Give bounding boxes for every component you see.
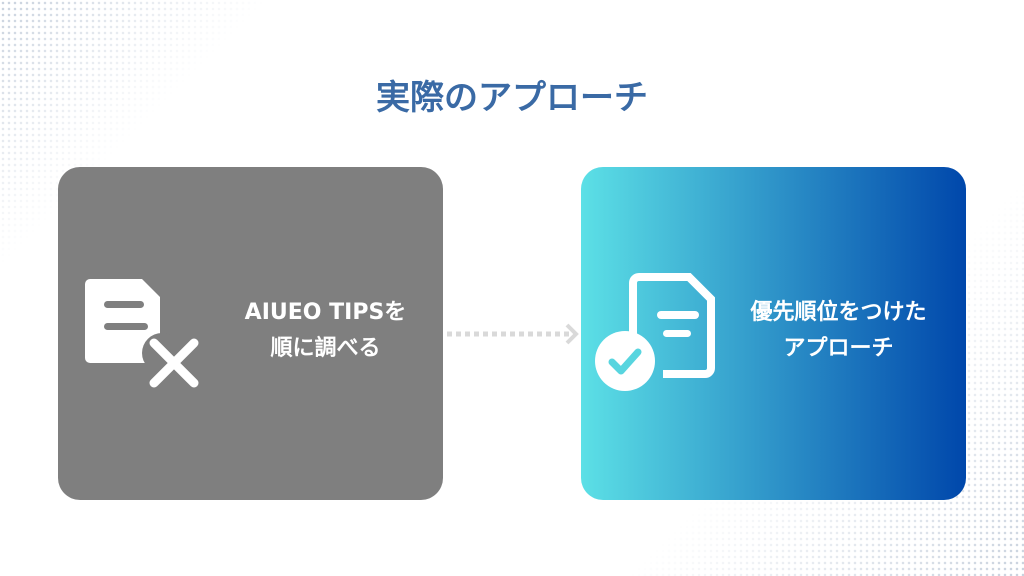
document-check-icon: [591, 271, 721, 396]
prioritized-approach-card: 優先順位をつけた アプローチ: [581, 167, 966, 500]
card-text-line: 順に調べる: [270, 336, 381, 361]
document-x-icon: [82, 273, 202, 393]
page-title: 実際のアプローチ: [376, 78, 648, 118]
card-text-line: アプローチ: [783, 336, 894, 361]
current-approach-card: AIUEO TIPSを 順に調べる: [58, 167, 443, 500]
card-text-line: AIUEO TIPSを: [244, 300, 407, 325]
card-text-line: 優先順位をつけた: [750, 300, 927, 325]
dotted-arrow-icon: [447, 322, 582, 346]
